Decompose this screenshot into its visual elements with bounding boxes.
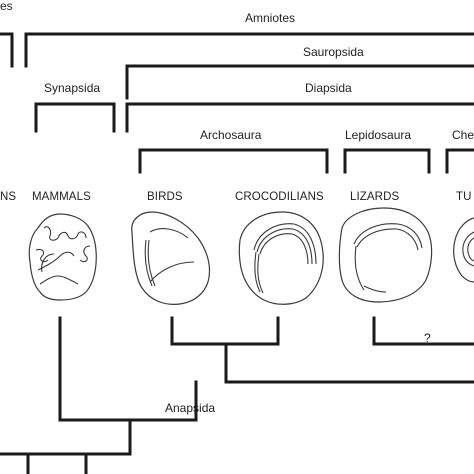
clade-label-archosaura: Archosaura bbox=[200, 128, 262, 142]
bird-brain-section bbox=[131, 211, 211, 305]
clade-label-sauropsida: Sauropsida bbox=[303, 45, 364, 59]
taxon-label-birds: BIRDS bbox=[147, 191, 183, 203]
bracket-left-partial bbox=[0, 32, 14, 68]
tree-root-partial bbox=[0, 418, 132, 456]
bracket-archosaura bbox=[138, 148, 329, 174]
bracket-chelonia-partial bbox=[445, 148, 474, 174]
tree-branch-amniota-join bbox=[58, 380, 198, 422]
tree-branch-archosauria bbox=[170, 316, 280, 346]
mammal-brain-section bbox=[28, 213, 97, 301]
uncertain-mark: ? bbox=[424, 331, 431, 345]
bracket-synapsida bbox=[34, 102, 116, 133]
clade-label-amniotes: Amniotes bbox=[245, 11, 295, 25]
turtle-brain-section bbox=[453, 217, 474, 283]
lizard-brain-section bbox=[338, 207, 433, 303]
bracket-amniotes bbox=[24, 32, 474, 68]
taxon-label-crocodilians: CROCODILIANS bbox=[235, 191, 324, 203]
taxon-label-lizards: LIZARDS bbox=[350, 191, 399, 203]
clade-label-top-left-partial: es bbox=[0, 0, 13, 13]
taxon-label-mammals: MAMMALS bbox=[32, 191, 91, 203]
clade-label-lepidosaura: Lepidosaura bbox=[345, 128, 411, 142]
clade-label-synapsida: Synapsida bbox=[44, 81, 100, 95]
clade-label-diapsida: Diapsida bbox=[305, 81, 352, 95]
bracket-lepidosaura bbox=[343, 148, 431, 174]
taxon-label-turtles-partial: TU bbox=[456, 191, 472, 203]
bracket-sauropsida bbox=[125, 64, 474, 100]
bracket-diapsida bbox=[125, 102, 474, 133]
taxon-label-left-partial: NS bbox=[0, 191, 16, 203]
clade-label-anapsida: Anapsida bbox=[165, 401, 215, 415]
tree-branch-lizards-turtles bbox=[372, 316, 474, 346]
crocodilian-brain-section bbox=[238, 211, 324, 305]
clade-label-chelonia-partial: Che bbox=[452, 128, 474, 142]
